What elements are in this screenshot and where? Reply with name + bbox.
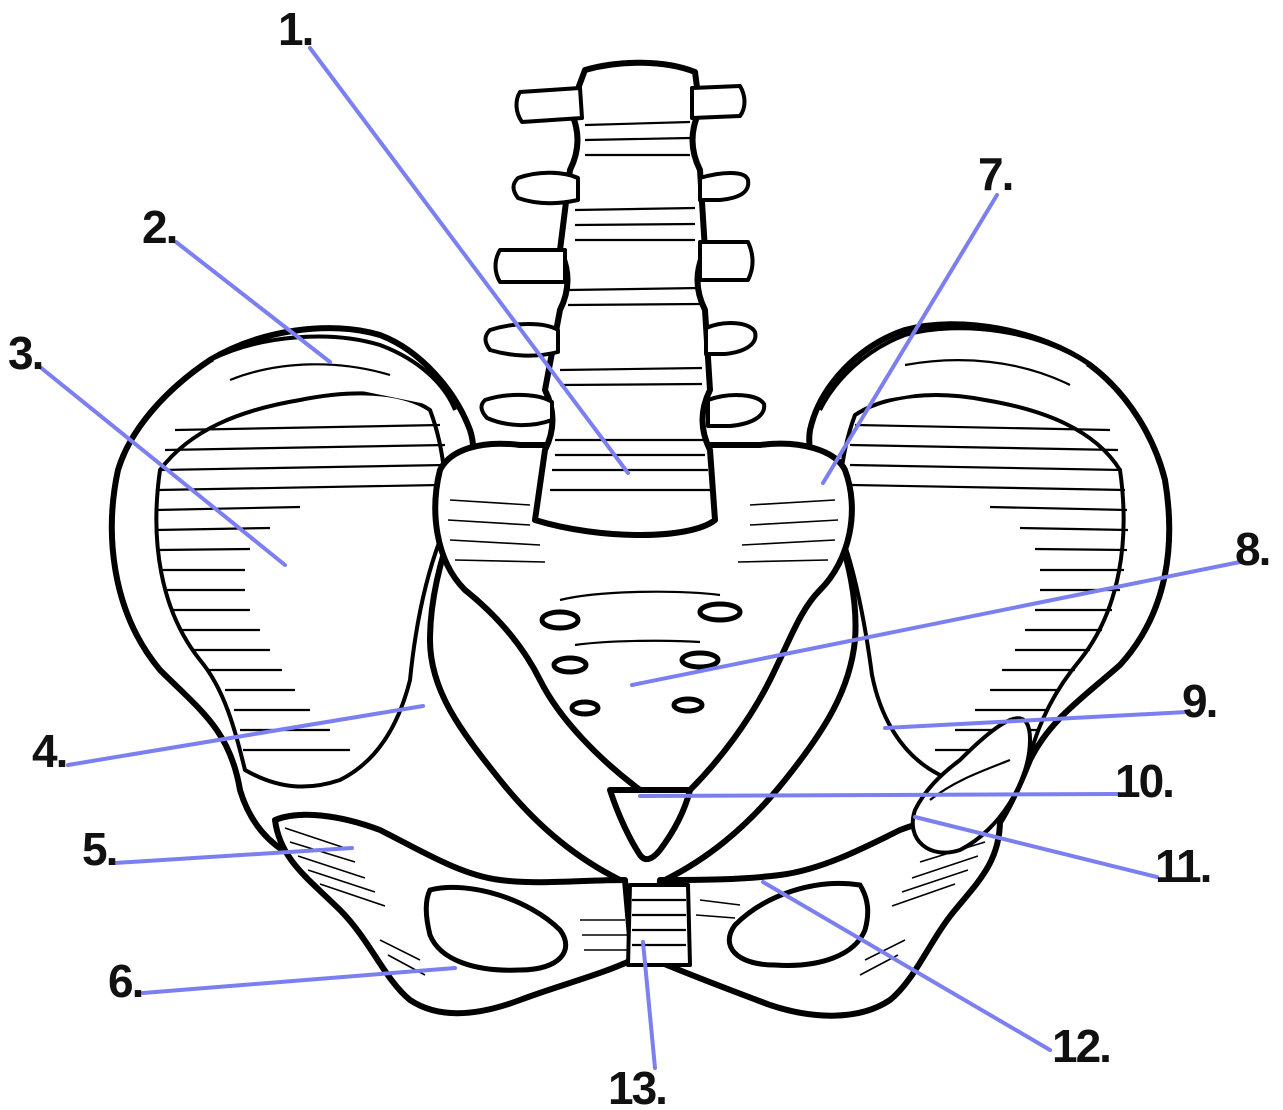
transverse-process — [481, 395, 552, 425]
coccyx — [610, 790, 690, 859]
label-7: 7. — [978, 148, 1012, 200]
transverse-process — [706, 323, 755, 354]
leader-line-10 — [640, 794, 1118, 796]
transverse-process — [692, 86, 745, 118]
label-2: 2. — [142, 201, 176, 253]
sacral-foramen — [572, 702, 598, 714]
pubic-symphysis — [628, 885, 690, 965]
sacral-foramen — [700, 604, 740, 620]
label-11: 11. — [1155, 840, 1210, 892]
transverse-process — [516, 88, 582, 122]
transverse-process — [496, 250, 566, 282]
sacral-foramen — [682, 653, 718, 667]
transverse-process — [700, 173, 748, 200]
label-3: 3. — [8, 327, 42, 379]
sacral-foramen — [554, 658, 586, 672]
label-5: 5. — [82, 823, 116, 875]
transverse-process — [708, 395, 764, 426]
label-8: 8. — [1235, 523, 1269, 575]
transverse-process — [700, 242, 753, 280]
transverse-process — [514, 173, 579, 203]
sacral-foramen — [674, 699, 702, 711]
label-13: 13. — [608, 1062, 666, 1110]
sacral-foramen — [542, 612, 578, 628]
label-4: 4. — [32, 725, 66, 777]
label-12: 12. — [1052, 1020, 1110, 1072]
label-9: 9. — [1182, 675, 1216, 727]
label-1: 1. — [278, 3, 312, 55]
label-10: 10. — [1115, 755, 1173, 807]
label-6: 6. — [108, 955, 142, 1007]
